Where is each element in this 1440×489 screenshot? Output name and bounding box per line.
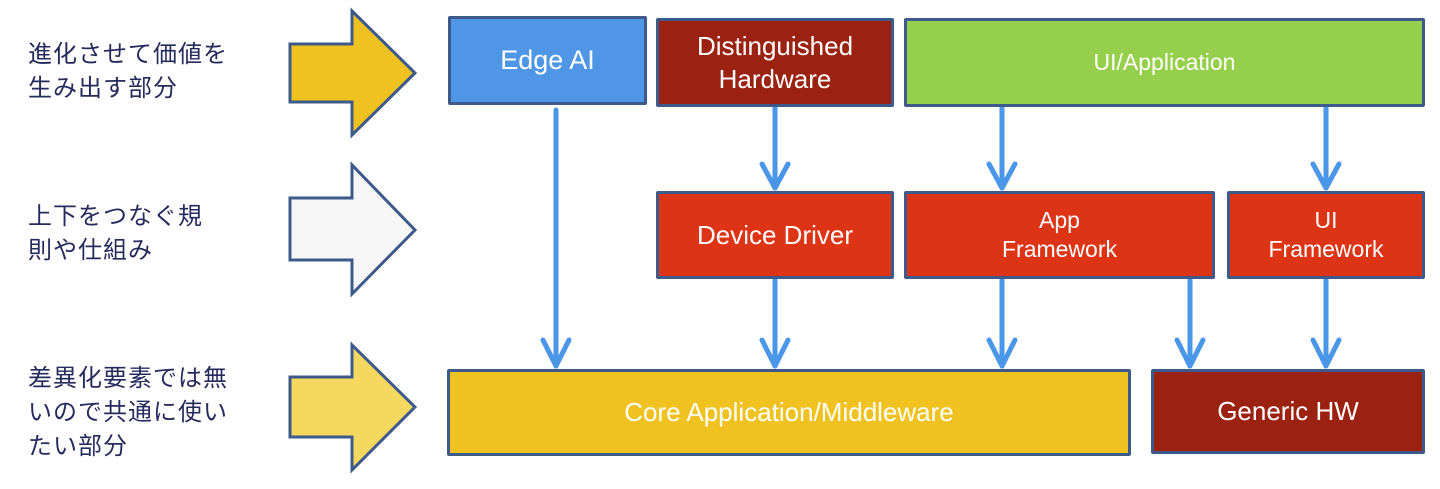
arrow-driver-to-core — [759, 277, 791, 369]
arrow-edgeai-to-core — [540, 107, 572, 369]
label-line: 進化させて価値を — [28, 40, 228, 68]
box-label: Generic HW — [1217, 396, 1359, 426]
label-line: たい部分 — [28, 432, 128, 460]
label-line: 則や仕組み — [28, 236, 153, 264]
box-label: Device Driver — [696, 219, 854, 250]
box-generic-hw: Generic HW — [1151, 369, 1425, 454]
label-connecting-rules: 上下をつなぐ規 則や仕組み — [28, 199, 203, 267]
label-line: いので共通に使い — [28, 398, 228, 426]
label-line: 生み出す部分 — [28, 74, 178, 102]
box-ui-framework: UI Framework — [1227, 191, 1425, 279]
arrow-distinguished-to-driver — [759, 105, 791, 191]
box-label: Hardware — [718, 63, 832, 94]
box-label: Edge AI — [500, 45, 595, 75]
box-label: Core Application/Middleware — [624, 397, 954, 427]
box-label: UI/Application — [1093, 49, 1236, 75]
box-core-application-middleware: Core Application/Middleware — [447, 369, 1131, 456]
arrow-appframework-to-generichw — [1174, 277, 1206, 369]
arrow-uiapp-to-uiframework — [1310, 105, 1342, 191]
box-label: Framework — [1001, 236, 1117, 262]
box-edge-ai: Edge AI — [448, 16, 647, 105]
arrow-appframework-to-core — [986, 277, 1018, 369]
big-arrow-middle-icon — [288, 161, 418, 298]
label-common-part: 差異化要素では無 いので共通に使い たい部分 — [28, 361, 228, 463]
arrow-uiframework-to-generichw — [1310, 277, 1342, 369]
box-device-driver: Device Driver — [656, 191, 894, 279]
big-arrow-bottom-icon — [288, 341, 418, 474]
box-label: App — [1039, 207, 1080, 233]
label-line: 上下をつなぐ規 — [28, 202, 203, 230]
box-ui-application: UI/Application — [904, 18, 1425, 107]
big-arrow-top-icon — [288, 7, 418, 139]
box-label: Framework — [1268, 236, 1384, 262]
box-distinguished-hardware: Distinguished Hardware — [656, 18, 894, 107]
label-differentiating-part: 進化させて価値を 生み出す部分 — [28, 37, 228, 105]
arrow-uiapp-to-appframework — [986, 105, 1018, 191]
box-app-framework: App Framework — [904, 191, 1215, 279]
box-label: Distinguished — [696, 30, 854, 61]
label-line: 差異化要素では無 — [28, 364, 228, 392]
box-label: UI — [1314, 207, 1338, 233]
